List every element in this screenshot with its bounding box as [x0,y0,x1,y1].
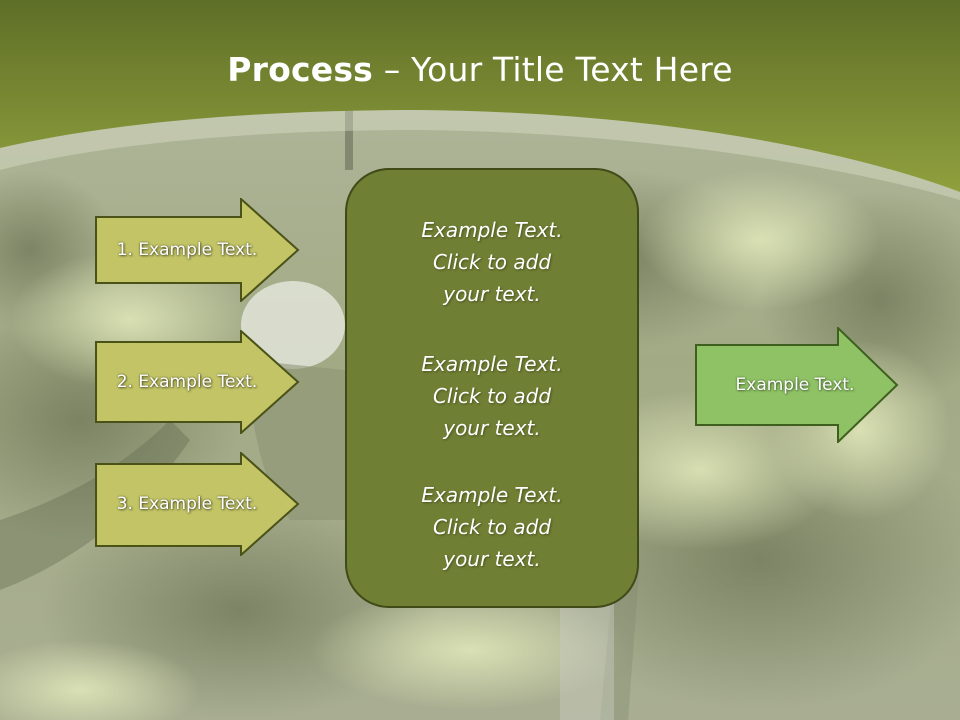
step-arrow-2[interactable]: 2. Example Text. [95,330,301,434]
step-arrow-3-label: 3. Example Text. [116,494,258,514]
center-item-2: Example Text. Click to add your text. [347,348,637,444]
center-item-2-line2: Click to add [432,384,552,408]
page-title: Process – Your Title Text Here [0,50,960,89]
center-item-1-line3: your text. [443,282,541,306]
result-arrow[interactable]: Example Text. [695,325,899,445]
center-item-3-line1: Example Text. [421,483,563,507]
center-item-3-line2: Click to add [432,515,552,539]
header-band [0,0,960,200]
title-bold: Process [227,50,374,89]
result-arrow-label: Example Text. [735,375,855,395]
step-arrow-1-label: 1. Example Text. [116,240,258,260]
center-item-3: Example Text. Click to add your text. [347,479,637,575]
center-item-3-line3: your text. [443,547,541,571]
center-item-1: Example Text. Click to add your text. [347,214,637,310]
center-item-2-line3: your text. [443,416,541,440]
center-item-2-line1: Example Text. [421,352,563,376]
center-item-1-line2: Click to add [432,250,552,274]
step-arrow-2-label: 2. Example Text. [116,372,258,392]
step-arrow-1[interactable]: 1. Example Text. [95,198,301,302]
title-rest: – Your Title Text Here [373,50,733,89]
step-arrow-3[interactable]: 3. Example Text. [95,452,301,556]
center-item-1-line1: Example Text. [421,218,563,242]
center-text-box[interactable]: Example Text. Click to add your text. Ex… [345,168,639,608]
